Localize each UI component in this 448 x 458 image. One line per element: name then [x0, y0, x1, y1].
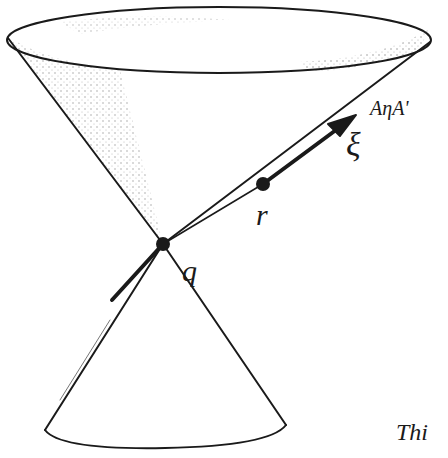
- point-label: r: [256, 200, 268, 230]
- point-label: q: [182, 256, 197, 286]
- vector-symbol: ξ: [346, 128, 361, 162]
- cut-off-text: Thi: [396, 420, 428, 444]
- index-superscript: AηA': [370, 98, 409, 118]
